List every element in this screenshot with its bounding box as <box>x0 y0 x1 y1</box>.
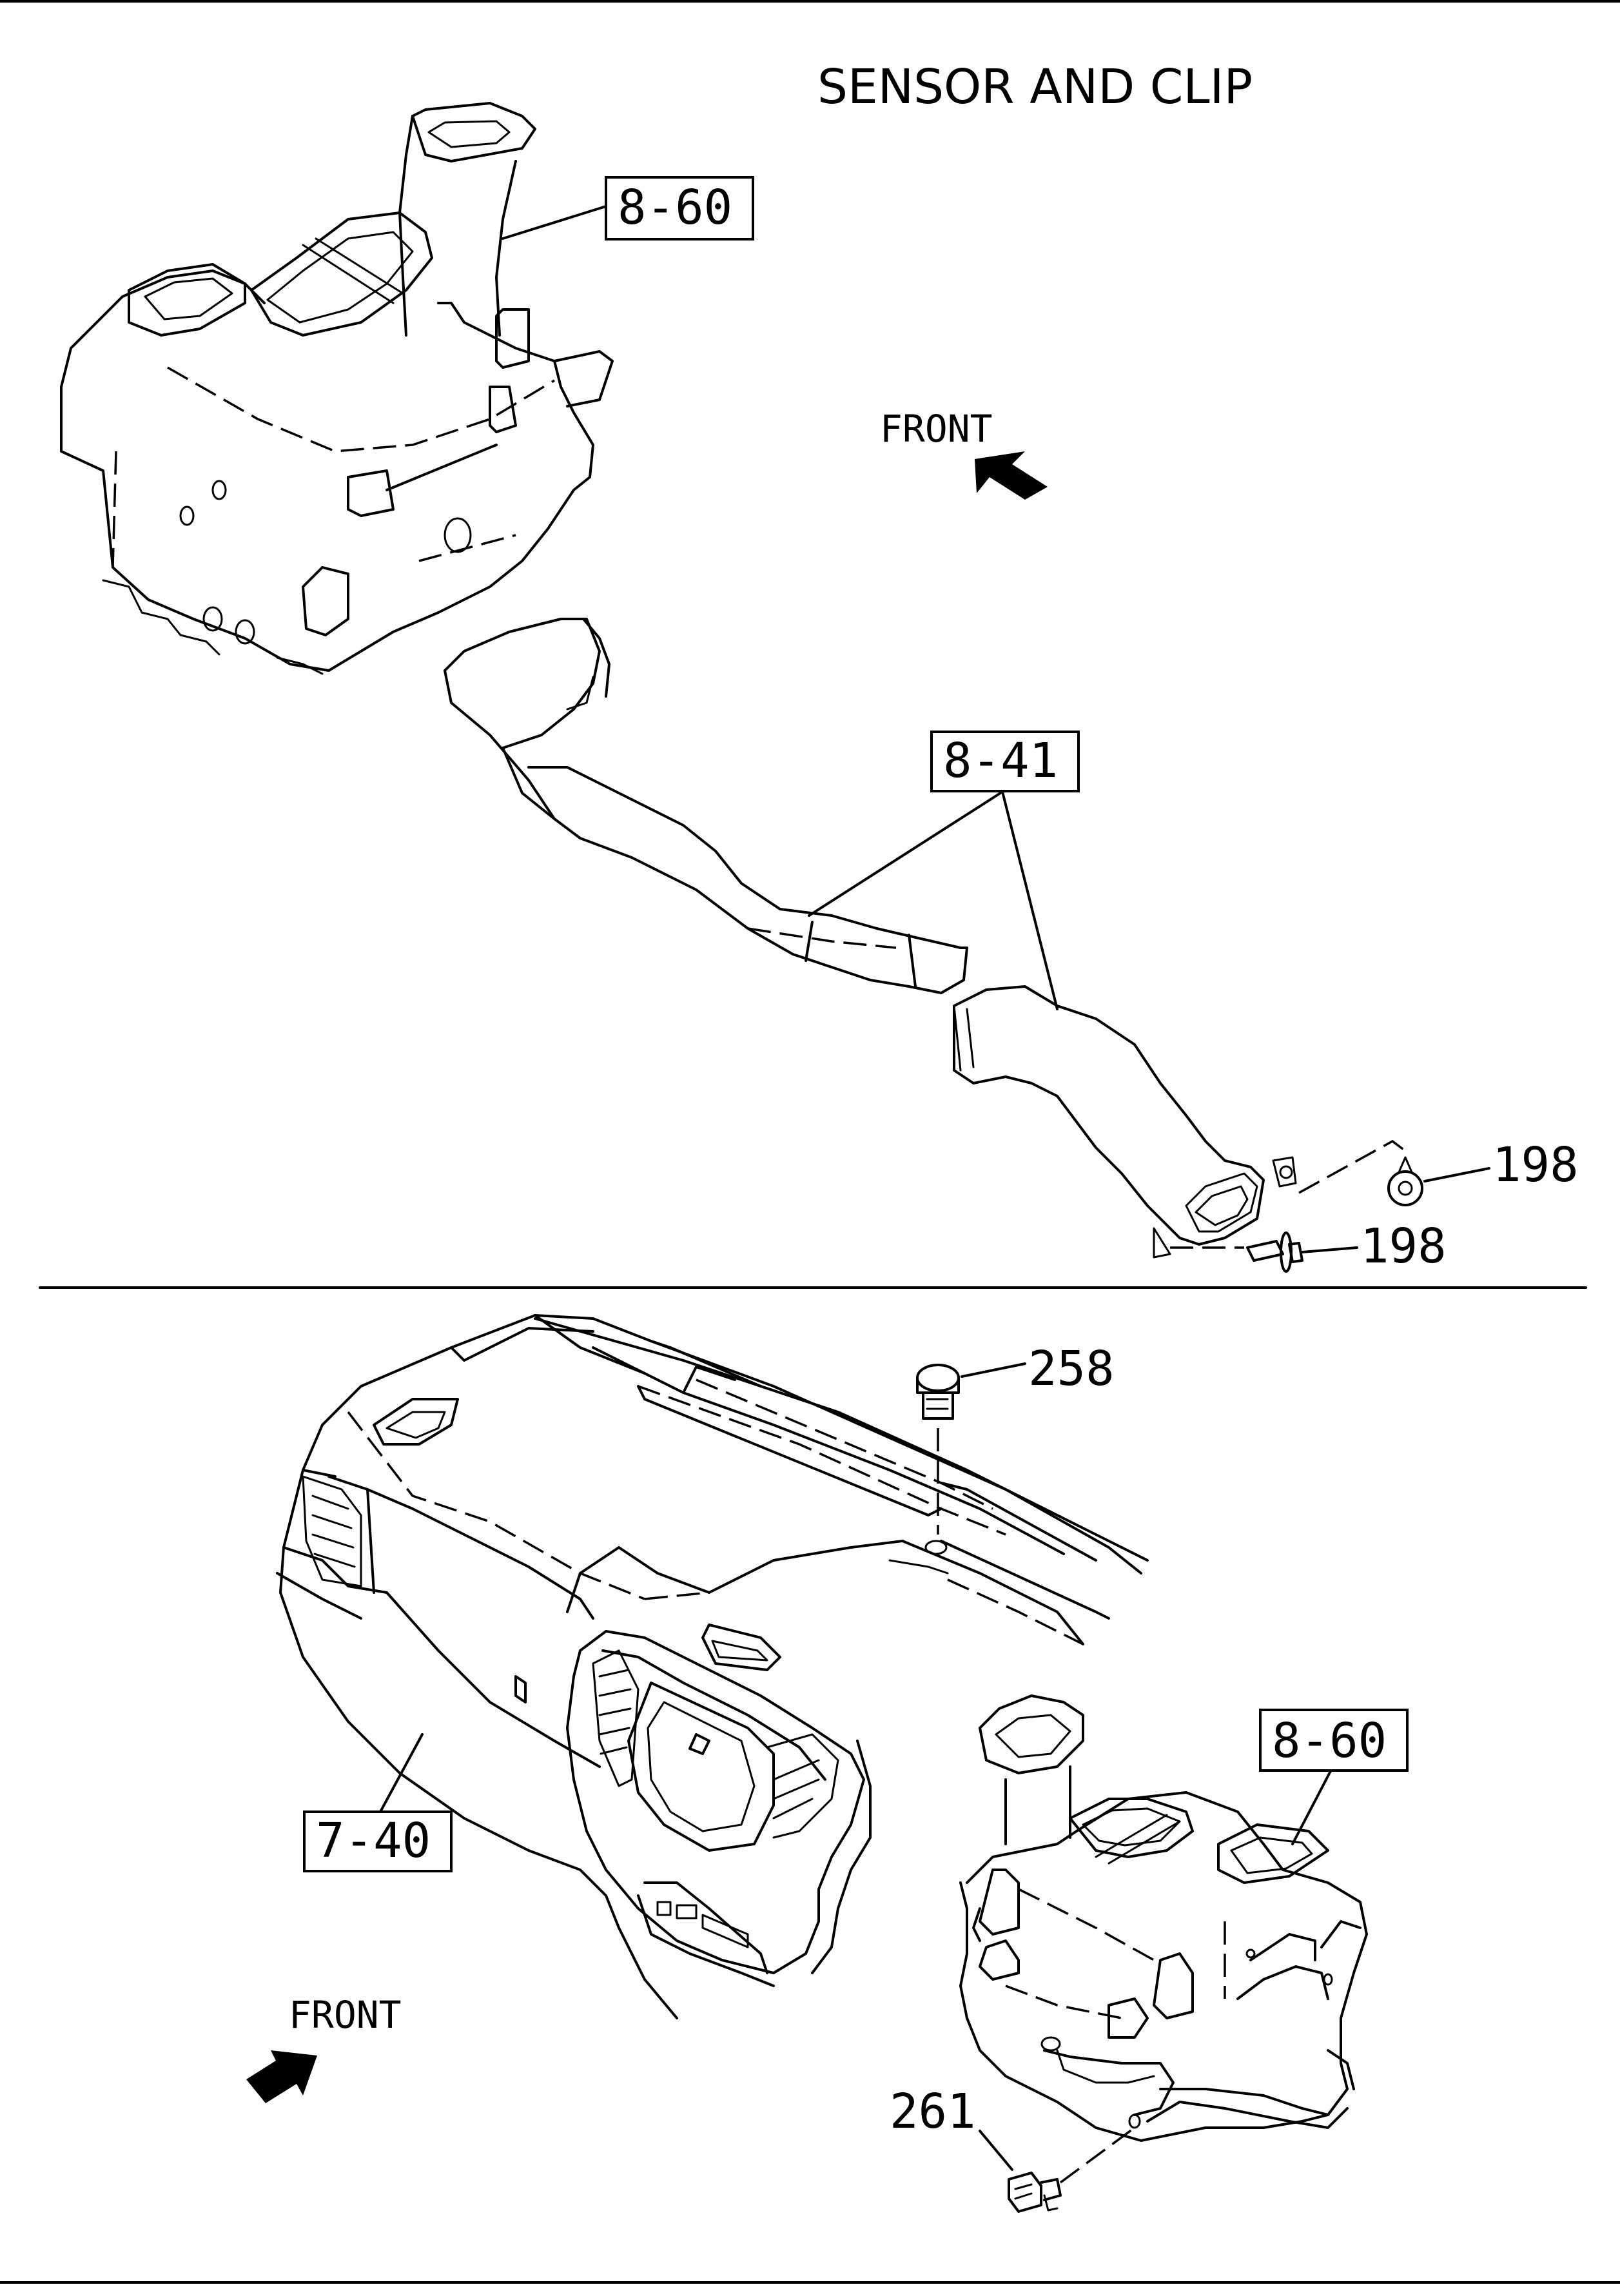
screw-icon <box>1246 1231 1303 1273</box>
callout-261: 261 <box>890 2084 976 2139</box>
leader-198-b <box>1301 1246 1358 1253</box>
front-label-lower: FRONT <box>289 1993 402 2037</box>
clip-icon <box>1387 1156 1423 1206</box>
leader-198-a <box>1423 1167 1490 1182</box>
callout-box-8-60-upper <box>605 176 754 240</box>
sensor-icon <box>916 1364 960 1420</box>
callout-box-8-41 <box>930 731 1080 792</box>
upper-section: 8-60 8-41 198 198 FRONT <box>60 102 1579 1274</box>
heater-unit-upper <box>60 102 614 675</box>
callout-box-8-60-lower <box>1259 1709 1409 1772</box>
callout-198-b: 198 <box>1360 1219 1447 1274</box>
duct-assembly <box>444 618 1407 1259</box>
heater-unit-lower <box>959 1694 1368 2142</box>
front-arrow-icon <box>246 2050 317 2103</box>
instrument-panel <box>276 1314 1149 2019</box>
callout-8-60-lower: 8-60 <box>1272 1713 1387 1769</box>
leader-8-60-lower <box>1291 1769 1332 1845</box>
callout-8-60-upper: 8-60 <box>618 180 732 235</box>
lower-section: 258 8-60 7-40 261 FRONT <box>246 1314 1409 2213</box>
leader-258 <box>961 1362 1026 1378</box>
leader-8-41-a <box>808 790 1004 917</box>
page-title: SENSOR AND CLIP <box>817 59 1253 115</box>
callout-258: 258 <box>1028 1341 1115 1397</box>
connector-axis-line <box>1059 2126 1136 2184</box>
front-arrow-icon <box>975 451 1048 500</box>
leader-8-41-b <box>1001 790 1059 1010</box>
callout-7-40: 7-40 <box>316 1813 431 1869</box>
callout-box-7-40 <box>303 1810 453 1872</box>
leader-7-40 <box>379 1733 424 1813</box>
leader-261 <box>979 2130 1013 2171</box>
callout-198-a: 198 <box>1492 1137 1579 1193</box>
leader-8-60-upper <box>502 205 607 240</box>
front-label-upper: FRONT <box>880 407 993 451</box>
connector-icon <box>1008 2172 1062 2213</box>
callout-8-41: 8-41 <box>943 733 1058 789</box>
